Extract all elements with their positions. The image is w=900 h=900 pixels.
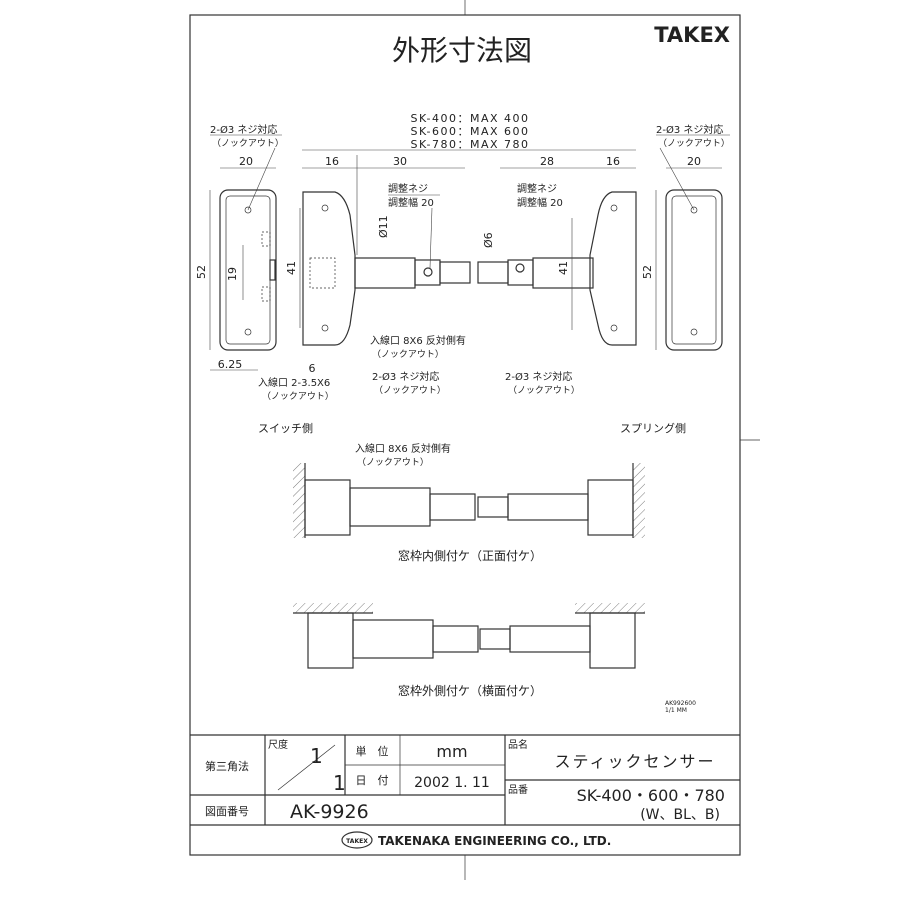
- reference-code: AK992600: [665, 700, 696, 707]
- left-side-view: 2-Ø3 ネジ対応 （ノックアウト） 20 19 52 6.25 入線口 2-3…: [195, 123, 334, 435]
- brand-logo: TAKEX: [654, 23, 730, 47]
- svg-text:調整幅 20: 調整幅 20: [388, 196, 434, 209]
- svg-text:30: 30: [393, 155, 407, 168]
- svg-text:（ノックアウト）: （ノックアウト）: [658, 138, 730, 149]
- switch-unit-view: 16 30 41 Ø11 調整ネジ 調整幅 20 6 入線口 8X6 反対側有 …: [285, 155, 471, 396]
- svg-text:41: 41: [557, 261, 570, 275]
- svg-text:2-Ø3 ネジ対応: 2-Ø3 ネジ対応: [210, 123, 277, 136]
- svg-text:調整ネジ: 調整ネジ: [517, 182, 557, 195]
- drawing-number: AK-9926: [290, 801, 369, 823]
- product-number: SK-400・600・780: [577, 786, 725, 805]
- product-name: スティックセンサー: [554, 752, 715, 771]
- svg-text:第三角法: 第三角法: [205, 759, 249, 773]
- svg-text:入線口 8X6 反対側有: 入線口 8X6 反対側有: [370, 334, 466, 347]
- svg-text:16: 16: [606, 155, 620, 168]
- svg-text:品番: 品番: [508, 784, 528, 796]
- mount-outside-caption: 窓枠外側付ケ（横面付ケ）: [398, 683, 542, 698]
- svg-text:入線口 2-3.5X6: 入線口 2-3.5X6: [258, 376, 330, 389]
- svg-text:20: 20: [239, 155, 253, 168]
- svg-text:19: 19: [226, 267, 239, 281]
- svg-text:単 位: 単 位: [356, 744, 389, 758]
- drawing-title: 外形寸法図: [392, 34, 532, 67]
- spring-unit-view: 28 16 41 Ø6 調整ネジ 調整幅 20 2-Ø3 ネジ対応 （ノックアウ…: [477, 155, 686, 435]
- svg-text:調整ネジ: 調整ネジ: [388, 182, 428, 195]
- svg-text:16: 16: [325, 155, 339, 168]
- svg-text:2-Ø3 ネジ対応: 2-Ø3 ネジ対応: [505, 370, 572, 383]
- mount-outside-view: 窓枠外側付ケ（横面付ケ） AK992600 1/1 MM: [293, 603, 696, 714]
- svg-text:(W、BL、B): (W、BL、B): [640, 807, 720, 823]
- svg-text:（ノックアウト）: （ノックアウト）: [374, 385, 446, 396]
- svg-text:品名: 品名: [508, 738, 528, 751]
- svg-text:6: 6: [309, 362, 316, 375]
- svg-text:6.25: 6.25: [218, 358, 243, 371]
- svg-text:28: 28: [540, 155, 554, 168]
- svg-text:（ノックアウト）: （ノックアウト）: [212, 138, 284, 149]
- svg-text:（ノックアウト）: （ノックアウト）: [357, 457, 429, 468]
- svg-text:調整幅 20: 調整幅 20: [517, 196, 563, 209]
- mount-inside-caption: 窓枠内側付ケ（正面付ケ）: [398, 548, 542, 563]
- company-logo: TAKEX: [346, 838, 368, 845]
- title-block: 第三角法 尺度 1 1 単 位 mm 日 付 2002 1. 11 図面番号 A…: [190, 734, 740, 849]
- svg-text:2-Ø3 ネジ対応: 2-Ø3 ネジ対応: [372, 370, 439, 383]
- svg-text:（ノックアウト）: （ノックアウト）: [372, 349, 444, 360]
- switch-side-label: スイッチ側: [258, 422, 313, 435]
- company-name: TAKENAKA ENGINEERING CO., LTD.: [378, 834, 611, 848]
- svg-text:Ø6: Ø6: [482, 232, 495, 248]
- svg-text:（ノックアウト）: （ノックアウト）: [262, 391, 334, 402]
- svg-text:1: 1: [333, 771, 346, 795]
- svg-text:入線口 8X6 反対側有: 入線口 8X6 反対側有: [355, 442, 451, 455]
- svg-text:52: 52: [195, 265, 208, 279]
- reference-scale: 1/1 MM: [665, 707, 687, 714]
- mount-inside-view: 入線口 8X6 反対側有 （ノックアウト） 窓枠内側付ケ（正面付ケ）: [293, 442, 645, 563]
- spring-side-label: スプリング側: [620, 421, 686, 435]
- svg-text:mm: mm: [436, 742, 467, 761]
- model-line: SK-600：MAX 600: [410, 125, 529, 138]
- right-side-view: 2-Ø3 ネジ対応 （ノックアウト） 20 52: [641, 123, 730, 351]
- svg-text:52: 52: [641, 265, 654, 279]
- svg-text:1: 1: [310, 744, 323, 768]
- svg-text:2002 1. 11: 2002 1. 11: [414, 775, 490, 791]
- svg-text:図面番号: 図面番号: [205, 805, 249, 818]
- svg-text:2-Ø3 ネジ対応: 2-Ø3 ネジ対応: [656, 123, 723, 136]
- svg-text:尺度: 尺度: [268, 738, 288, 751]
- svg-text:（ノックアウト）: （ノックアウト）: [508, 385, 580, 396]
- svg-text:41: 41: [285, 261, 298, 275]
- svg-text:Ø11: Ø11: [377, 215, 390, 238]
- svg-text:日 付: 日 付: [356, 774, 389, 787]
- model-line: SK-400：MAX 400: [410, 112, 529, 125]
- svg-text:20: 20: [687, 155, 701, 168]
- model-line: SK-780：MAX 780: [410, 138, 529, 151]
